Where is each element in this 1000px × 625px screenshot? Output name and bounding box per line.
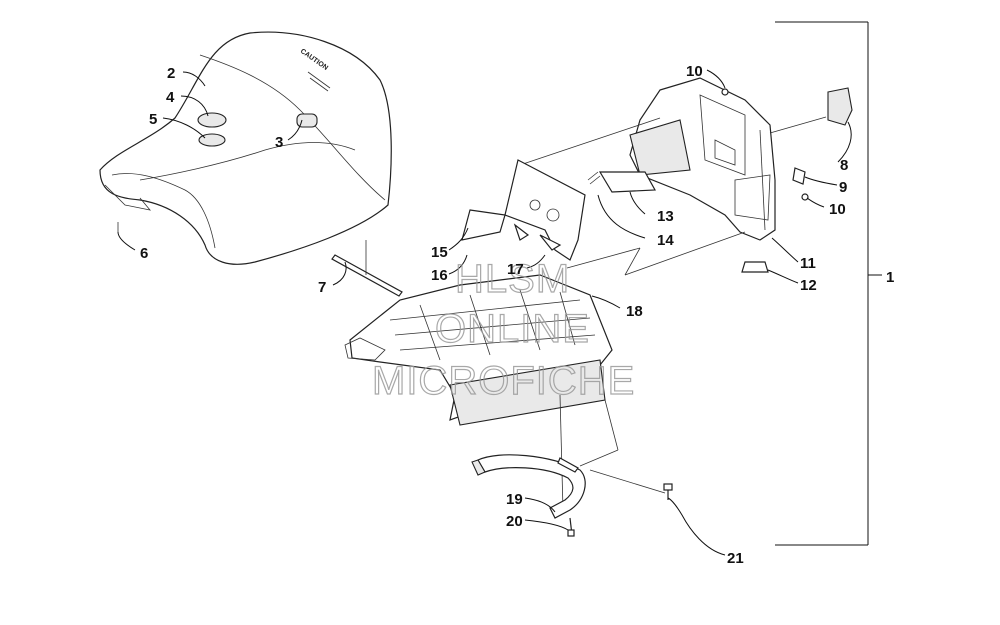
- guide-lines: [519, 116, 827, 276]
- clip: [741, 261, 769, 273]
- watermark: HLSM ONLINE MICROFICHE: [371, 256, 635, 403]
- storage-tray: [344, 274, 613, 426]
- seat-strap: [331, 240, 403, 297]
- bolt-21: [663, 483, 673, 500]
- tray-handle-guides: [559, 394, 666, 511]
- spring: [587, 171, 601, 185]
- callout-8: 8: [840, 157, 848, 174]
- callout-10-right: 10: [829, 201, 846, 218]
- seat: CAUTION: [99, 31, 392, 265]
- bolt: [567, 517, 575, 537]
- callout-12: 12: [800, 277, 817, 294]
- grab-handle: [471, 454, 586, 519]
- assembly-bracket: [775, 21, 882, 546]
- seat-bracket: [461, 159, 586, 261]
- callout-3: 3: [275, 134, 283, 151]
- callout-10-top: 10: [686, 63, 703, 80]
- callout-9: 9: [839, 179, 847, 196]
- callout-2: 2: [167, 65, 175, 82]
- callout-15: 15: [431, 244, 448, 261]
- callouts: 1 2 3 4 5 6 7 8 9 10 10 11 12 13 14 15 1…: [140, 63, 894, 567]
- leader-lines: [117, 69, 852, 556]
- callout-1: 1: [886, 269, 894, 286]
- callout-21: 21: [727, 550, 744, 567]
- callout-6: 6: [140, 245, 148, 262]
- callout-5: 5: [149, 111, 157, 128]
- bracket-plate: [598, 171, 656, 193]
- callout-13: 13: [657, 208, 674, 225]
- screw-right: [801, 193, 809, 201]
- callout-18: 18: [626, 303, 643, 320]
- callout-11: 11: [800, 255, 816, 272]
- storage-housing: [629, 77, 776, 241]
- seat-emblems: [197, 112, 318, 147]
- watermark-line-1: HLSM: [455, 257, 570, 301]
- callout-17: 17: [507, 261, 524, 278]
- callout-7: 7: [318, 279, 326, 296]
- tail-light: [827, 87, 853, 126]
- screw-top: [721, 88, 729, 96]
- callout-19: 19: [506, 491, 523, 508]
- callout-16: 16: [431, 267, 448, 284]
- callout-4: 4: [166, 89, 175, 106]
- watermark-line-3: MICROFICHE: [372, 359, 635, 403]
- callout-14: 14: [657, 232, 674, 249]
- nut-clip: [792, 167, 806, 185]
- watermark-line-2: ONLINE: [435, 307, 590, 351]
- callout-20: 20: [506, 513, 523, 530]
